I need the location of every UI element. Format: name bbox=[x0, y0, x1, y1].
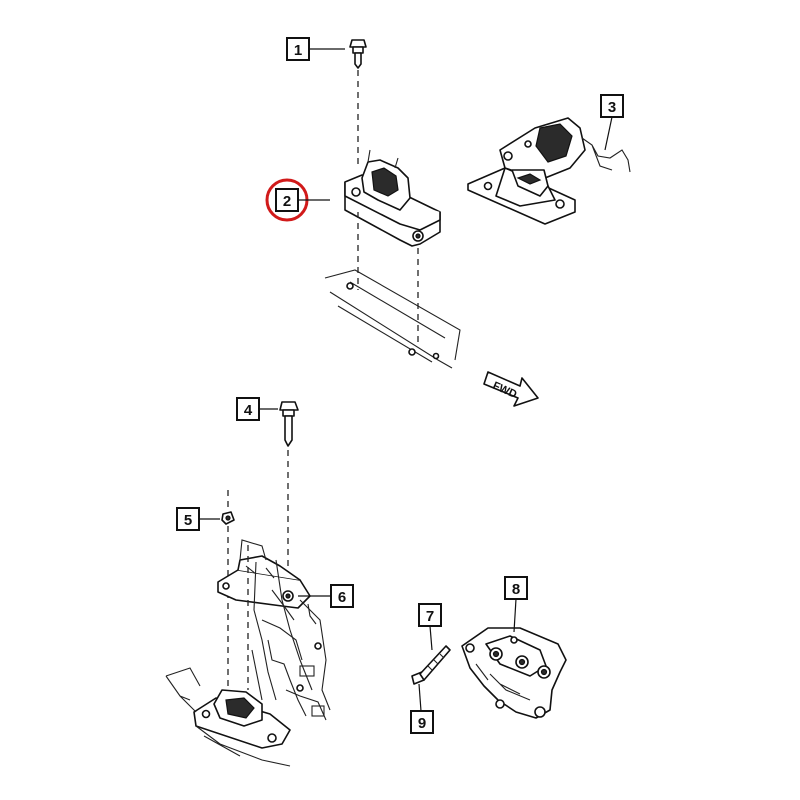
lower-frame-rail bbox=[165, 667, 201, 713]
callout-5[interactable]: 5 bbox=[176, 507, 200, 531]
callout-8-label: 8 bbox=[512, 581, 520, 598]
callout-8[interactable]: 8 bbox=[504, 576, 528, 600]
bolt-7 bbox=[411, 645, 451, 685]
bolt-1 bbox=[349, 39, 367, 69]
callout-7-label: 7 bbox=[426, 608, 434, 625]
callout-4-label: 4 bbox=[244, 402, 253, 419]
callout-7-leader bbox=[429, 625, 433, 651]
bracket-6 bbox=[217, 555, 311, 609]
transmission-housing bbox=[239, 539, 331, 721]
lower-frame-rail-edge bbox=[195, 725, 291, 767]
callout-6-label: 6 bbox=[338, 589, 346, 606]
callout-2-label: 2 bbox=[283, 193, 291, 210]
callout-7[interactable]: 7 bbox=[418, 603, 442, 627]
bolt-4 bbox=[279, 401, 299, 447]
mount-3 bbox=[467, 117, 586, 225]
callout-3[interactable]: 3 bbox=[600, 94, 624, 118]
callout-4[interactable]: 4 bbox=[236, 397, 260, 421]
callout-1[interactable]: 1 bbox=[286, 37, 310, 61]
callout-8-leader bbox=[513, 598, 517, 633]
fwd-direction-arrow: FWD bbox=[483, 371, 539, 407]
nut-5 bbox=[221, 511, 235, 525]
frame-rail bbox=[324, 269, 461, 369]
callout-6[interactable]: 6 bbox=[330, 584, 354, 608]
lower-mount-insulator bbox=[193, 689, 291, 749]
callout-9-leader bbox=[418, 683, 422, 712]
callout-5-label: 5 bbox=[184, 512, 192, 529]
callout-9[interactable]: 9 bbox=[410, 710, 434, 734]
mount-3-wire-bracket bbox=[581, 137, 631, 173]
callout-3-leader bbox=[604, 116, 613, 151]
callout-9-label: 9 bbox=[418, 715, 426, 732]
mount-2 bbox=[344, 149, 441, 247]
callout-1-label: 1 bbox=[294, 42, 302, 59]
callout-3-label: 3 bbox=[608, 99, 616, 116]
bracket-8 bbox=[461, 627, 567, 719]
